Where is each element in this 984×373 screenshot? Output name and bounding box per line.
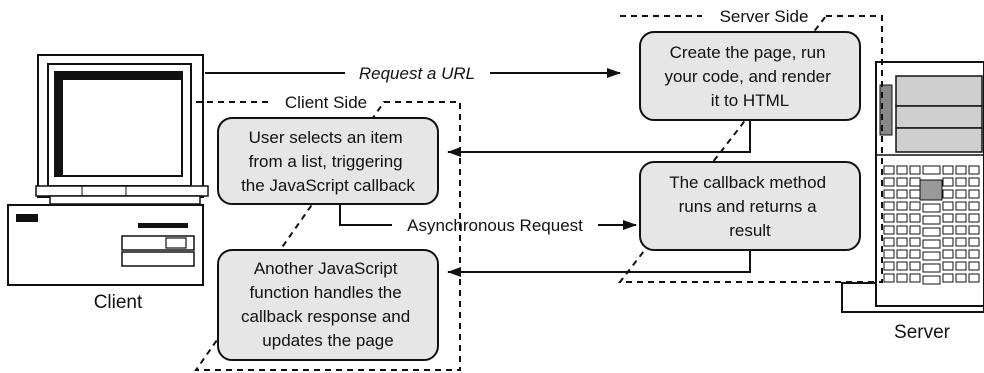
callback-result-arrow (447, 250, 751, 277)
svg-text:Another JavaScript funct: Another JavaScript function handles the … (241, 259, 415, 350)
request-url-arrow: Request a URL (205, 64, 621, 83)
svg-text:Create the page, run you: Create the page, run your code, and rend… (664, 43, 835, 110)
async-request-label: Asynchronous Request (407, 216, 583, 235)
async-request-arrow: Asynchronous Request (339, 204, 637, 235)
create-page-box: Create the page, run your code, and rend… (639, 31, 861, 121)
server-side-label: Server Side (720, 7, 809, 26)
client-label: Client (94, 292, 143, 313)
client-side-label: Client Side (285, 93, 367, 112)
another-js-line-1: Another JavaScript (254, 259, 398, 278)
request-url-label: Request a URL (359, 64, 475, 83)
callback-method-line-3: result (729, 221, 771, 240)
svg-text:The callback method runs: The callback method runs and returns a r… (669, 173, 831, 240)
server-label: Server (894, 322, 951, 343)
user-selects-box: User selects an item from a list, trigge… (217, 117, 439, 205)
another-js-box: Another JavaScript function handles the … (217, 249, 439, 361)
create-page-line-3: it to HTML (711, 91, 789, 110)
user-selects-line-1: User selects an item (249, 128, 403, 147)
user-selects-line-2: from a list, triggering (249, 152, 403, 171)
page-response-arrow (447, 120, 751, 157)
callback-method-line-2: runs and returns a (679, 197, 818, 216)
user-selects-line-3: the JavaScript callback (241, 176, 415, 195)
create-page-line-1: Create the page, run (670, 43, 826, 62)
svg-text:User selects an item fro: User selects an item from a list, trigge… (241, 128, 415, 195)
server-vent-grid (883, 165, 980, 285)
another-js-line-3: callback response and (241, 307, 410, 326)
callback-method-box: The callback method runs and returns a r… (639, 161, 861, 251)
client-computer-icon (7, 54, 209, 286)
callback-method-line-1: The callback method (669, 173, 826, 192)
create-page-line-2: your code, and render (664, 67, 831, 86)
server-tower-icon (841, 61, 984, 313)
another-js-line-2: function handles the (250, 283, 402, 302)
another-js-line-4: updates the page (262, 331, 393, 350)
